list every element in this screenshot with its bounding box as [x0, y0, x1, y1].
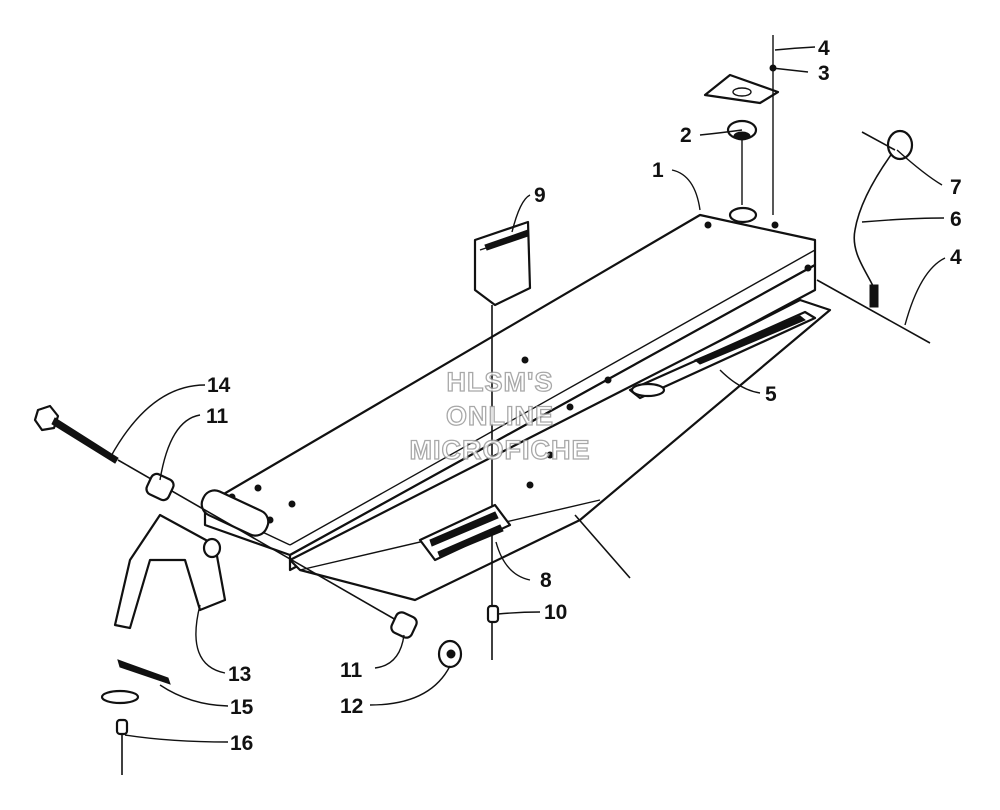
callout-10: 10 [544, 601, 567, 624]
callout-4-top: 4 [818, 37, 830, 60]
callout-11-top: 11 [206, 405, 229, 428]
callout-15: 15 [230, 696, 254, 719]
leader-lines [109, 46, 946, 743]
decal-part [628, 310, 817, 400]
callout-3: 3 [818, 62, 830, 85]
callout-1: 1 [652, 159, 664, 182]
tether-cable-part [816, 129, 931, 344]
watermark-line-1: HLSM'S [446, 366, 554, 397]
watermark: HLSM'S ONLINE MICROFICHE [385, 365, 615, 467]
watermark-line-2: ONLINE [445, 400, 554, 431]
lower-parts [100, 659, 171, 775]
label-plate-part [418, 503, 512, 562]
mount-plate-part [703, 35, 780, 215]
rivet-part [486, 604, 500, 624]
callout-6: 6 [950, 208, 962, 231]
support-bracket-part [113, 513, 227, 630]
callout-14: 14 [207, 374, 231, 397]
callout-9: 9 [534, 184, 546, 207]
callout-11-bottom: 11 [340, 659, 363, 682]
callout-4-right: 4 [950, 246, 962, 269]
watermark-line-3: MICROFICHE [409, 434, 591, 465]
callout-16: 16 [230, 732, 253, 755]
bracket-part [473, 220, 532, 660]
callout-7: 7 [950, 176, 962, 199]
callout-8: 8 [540, 569, 552, 592]
callout-2: 2 [680, 124, 692, 147]
callout-5: 5 [765, 383, 777, 406]
callout-12: 12 [340, 695, 363, 718]
bolt-part [33, 404, 463, 669]
main-frame-part [200, 206, 832, 602]
callout-13: 13 [228, 663, 251, 686]
